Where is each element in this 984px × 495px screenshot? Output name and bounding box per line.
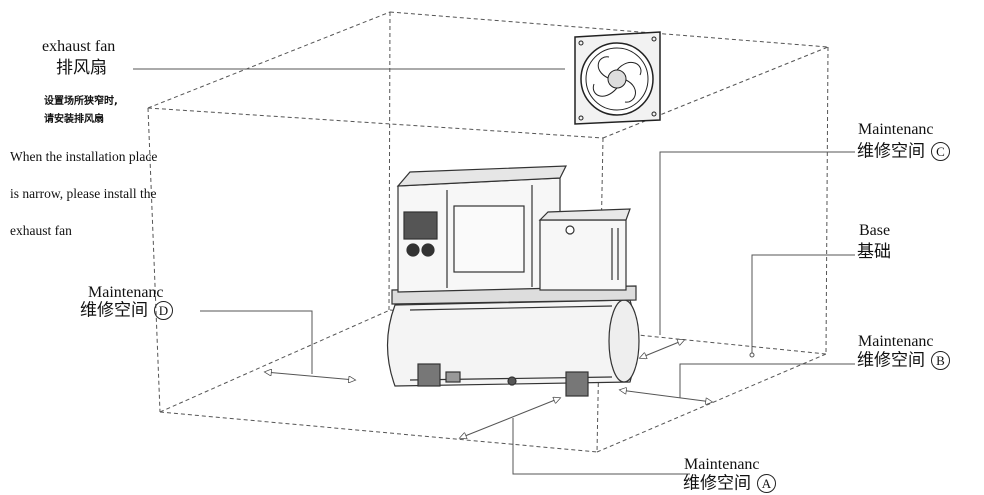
base-label-zh: 基础: [857, 242, 891, 262]
exhaust-fan-note-zh-2: 请安装排风扇: [44, 114, 104, 125]
base-leader: [751, 254, 855, 353]
exhaust-fan-label-en: exhaust fan: [42, 38, 116, 55]
maint-c-mark: C: [931, 142, 950, 161]
maint-d-leader: [200, 310, 313, 374]
maint-d-label-zh: 维修空间 D: [80, 301, 173, 320]
room-outline: [147, 11, 829, 453]
maint-c-label-zh: 维修空间 C: [857, 142, 950, 161]
maint-c-label-en: Maintenanc: [858, 121, 934, 138]
maint-c-leader: [659, 151, 855, 335]
maint-a-text: 维修空间: [683, 473, 751, 494]
maint-b-text: 维修空间: [857, 350, 925, 371]
arrow-b: [620, 390, 712, 402]
maint-b-label-en: Maintenanc: [858, 333, 934, 350]
maint-b-label-zh: 维修空间 B: [857, 351, 950, 370]
exhaust-fan-note-en-3: exhaust fan: [10, 223, 72, 238]
maint-d-label-en: Maintenanc: [88, 284, 164, 301]
exhaust-fan-label-zh: 排风扇: [56, 58, 107, 78]
maint-a-label-zh: 维修空间 A: [683, 474, 776, 493]
maint-d-text: 维修空间: [80, 300, 148, 321]
exhaust-fan-note-zh-1: 设置场所狭窄时,: [44, 96, 118, 107]
maint-d-mark: D: [154, 301, 173, 320]
exhaust-fan-note-en-2: is narrow, please install the: [10, 186, 157, 201]
maint-c-text: 维修空间: [857, 141, 925, 162]
arrow-c: [640, 340, 684, 358]
air-compressor: [386, 165, 640, 397]
maint-b-mark: B: [931, 351, 950, 370]
maint-b-leader: [679, 363, 855, 398]
clearance-arrows: [265, 340, 712, 438]
exhaust-fan-note-en-1: When the installation place: [10, 149, 158, 164]
exhaust-fan-icon: [574, 31, 661, 125]
maint-a-leader: [512, 418, 690, 475]
maint-a-mark: A: [757, 474, 776, 493]
base-label-en: Base: [859, 222, 891, 239]
maint-a-label-en: Maintenanc: [684, 456, 760, 473]
arrow-a: [460, 398, 560, 438]
arrow-d: [265, 372, 355, 380]
